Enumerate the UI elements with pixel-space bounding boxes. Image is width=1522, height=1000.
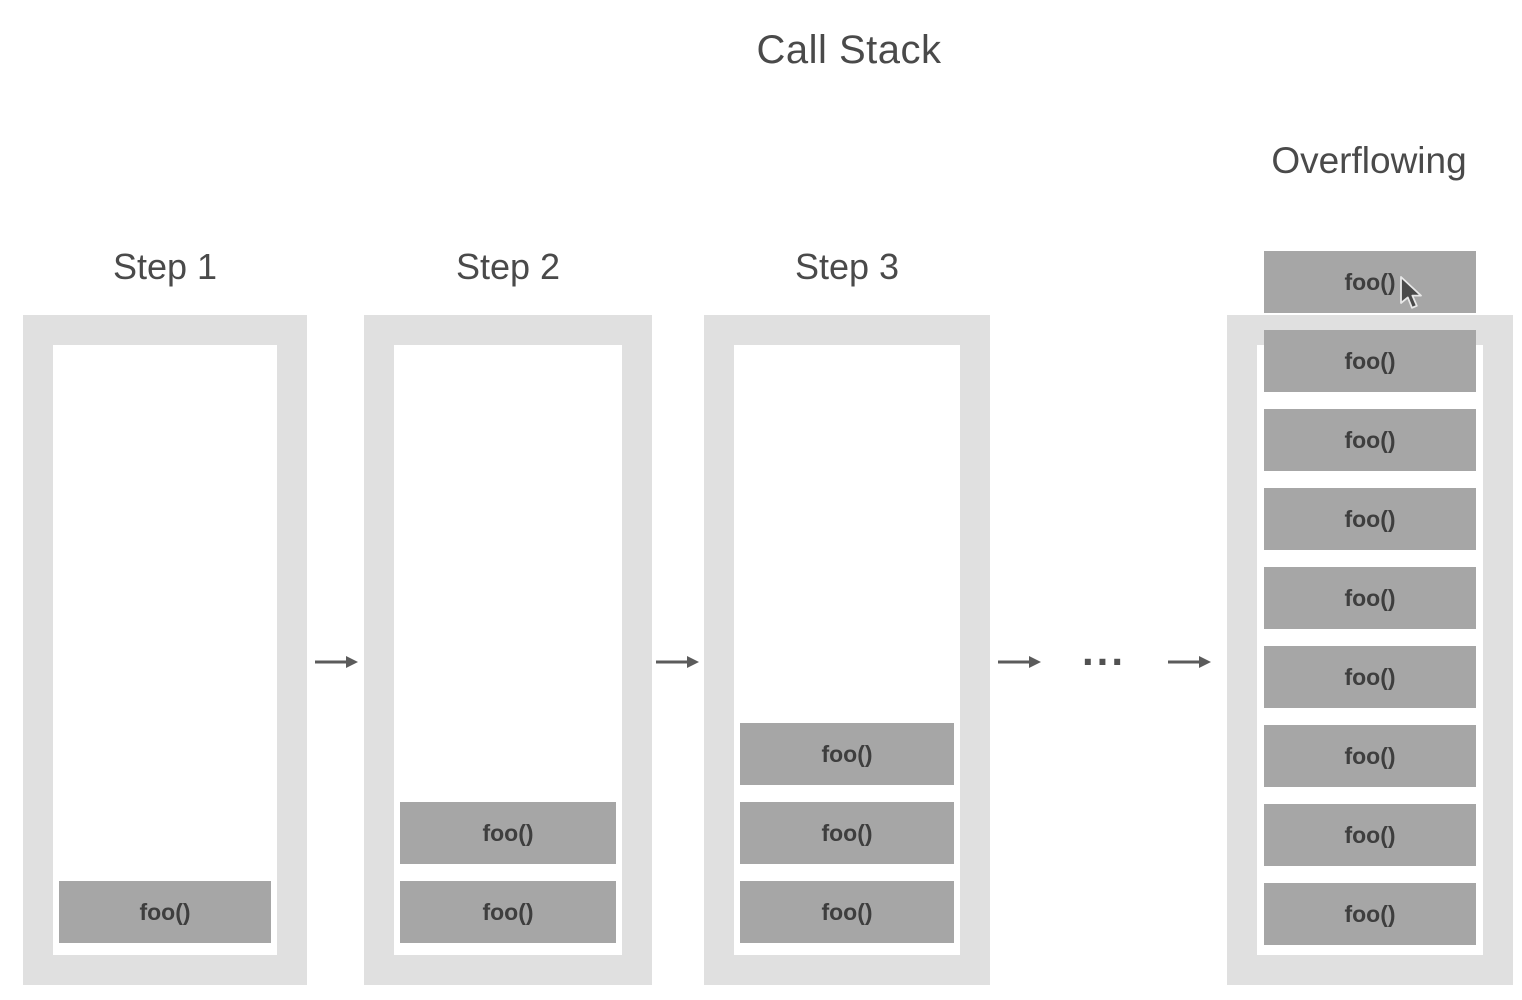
stack-step-1: foo() <box>23 315 307 985</box>
step-1-label: Step 1 <box>112 246 218 287</box>
overflowing-label: Overflowing <box>1271 140 1467 181</box>
flow-arrow-icon <box>656 653 700 671</box>
stack-frame: foo() <box>400 881 616 943</box>
stack-overflowing-frames: foo() foo() foo() foo() foo() foo() foo(… <box>1264 251 1476 945</box>
stack-frame: foo() <box>1264 804 1476 866</box>
stack-step-3: foo() foo() foo() <box>704 315 990 985</box>
stack-step-3-inner: foo() foo() foo() <box>734 345 960 955</box>
stack-step-1-inner: foo() <box>53 345 277 955</box>
page-title: Call Stack <box>756 28 942 72</box>
flow-arrow-icon <box>1168 653 1212 671</box>
stack-frame: foo() <box>740 802 954 864</box>
stack-frame: foo() <box>1264 567 1476 629</box>
stack-frame: foo() <box>1264 330 1476 392</box>
stack-overflowing: foo() foo() foo() foo() foo() foo() foo(… <box>1227 251 1513 985</box>
stack-frame: foo() <box>1264 725 1476 787</box>
stack-frame: foo() <box>740 881 954 943</box>
stack-frame: foo() <box>1264 251 1476 313</box>
step-2-label: Step 2 <box>455 246 561 287</box>
stack-frame: foo() <box>1264 488 1476 550</box>
flow-arrow-icon <box>998 653 1042 671</box>
stack-frame: foo() <box>59 881 271 943</box>
stack-step-2: foo() foo() <box>364 315 652 985</box>
stack-frame: foo() <box>1264 646 1476 708</box>
stack-frame: foo() <box>740 723 954 785</box>
mouse-cursor-icon <box>1399 276 1425 312</box>
flow-arrow-icon <box>315 653 359 671</box>
continuation-ellipsis: ... <box>1081 627 1126 674</box>
stack-frame: foo() <box>1264 409 1476 471</box>
stack-step-2-inner: foo() foo() <box>394 345 622 955</box>
stack-frame: foo() <box>400 802 616 864</box>
step-3-label: Step 3 <box>794 246 900 287</box>
stack-frame: foo() <box>1264 883 1476 945</box>
